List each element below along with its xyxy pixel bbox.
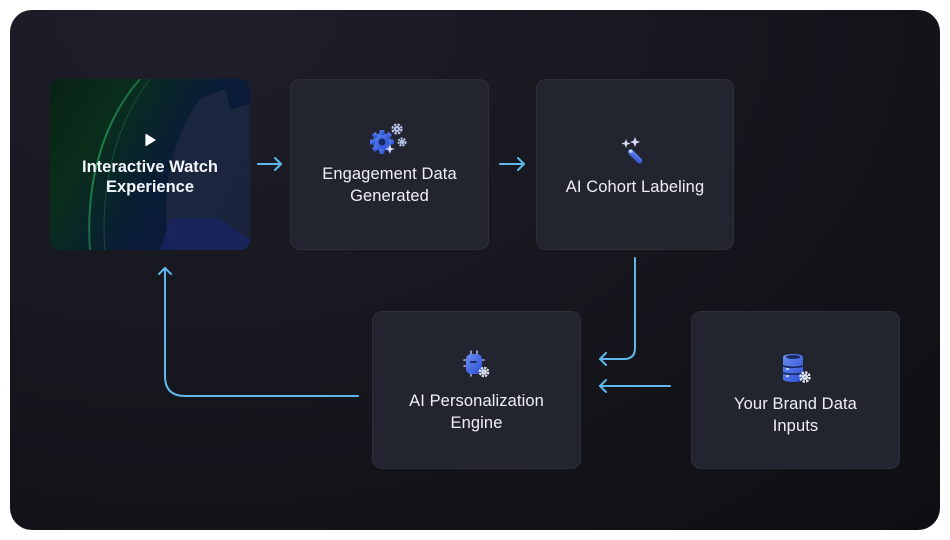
node-label: Generated <box>350 186 429 205</box>
node-label: AI Cohort Labeling <box>565 177 705 196</box>
edge-engagement-to-cohort <box>499 157 525 171</box>
node-label: Interactive Watch <box>81 157 218 176</box>
node-interactive-watch-experience[interactable]: Interactive Watch Experience <box>50 79 250 250</box>
diagram-canvas: Interactive Watch Experience <box>10 10 940 530</box>
hero-background-art <box>50 79 250 250</box>
edge-cohort-to-personalization <box>599 257 636 366</box>
node-label: Engagement Data <box>322 164 457 183</box>
database-gear-icon <box>774 349 818 387</box>
edge-brand-to-personalization <box>599 379 671 393</box>
magic-wand-icon <box>613 132 657 170</box>
node-label: AI Personalization <box>409 392 544 410</box>
edge-personalization-to-watch <box>158 267 359 397</box>
node-label: Experience <box>105 177 195 196</box>
flow-arrows <box>158 157 671 397</box>
node-label: Engine <box>450 414 503 432</box>
gears-sparkle-icon <box>368 119 412 157</box>
edge-watch-to-engagement <box>257 157 282 171</box>
node-ai-cohort-labeling[interactable]: AI Cohort Labeling <box>536 79 734 250</box>
chip-gear-icon <box>455 346 499 384</box>
node-your-brand-data-inputs[interactable]: Your Brand Data Inputs <box>691 311 900 469</box>
node-ai-personalization-engine[interactable]: AI Personalization Engine <box>372 311 581 469</box>
node-label: Inputs <box>772 417 819 435</box>
play-icon[interactable] <box>143 133 157 147</box>
node-label: Your Brand Data <box>734 395 857 413</box>
node-engagement-data-generated[interactable]: Engagement Data Generated <box>290 79 489 250</box>
